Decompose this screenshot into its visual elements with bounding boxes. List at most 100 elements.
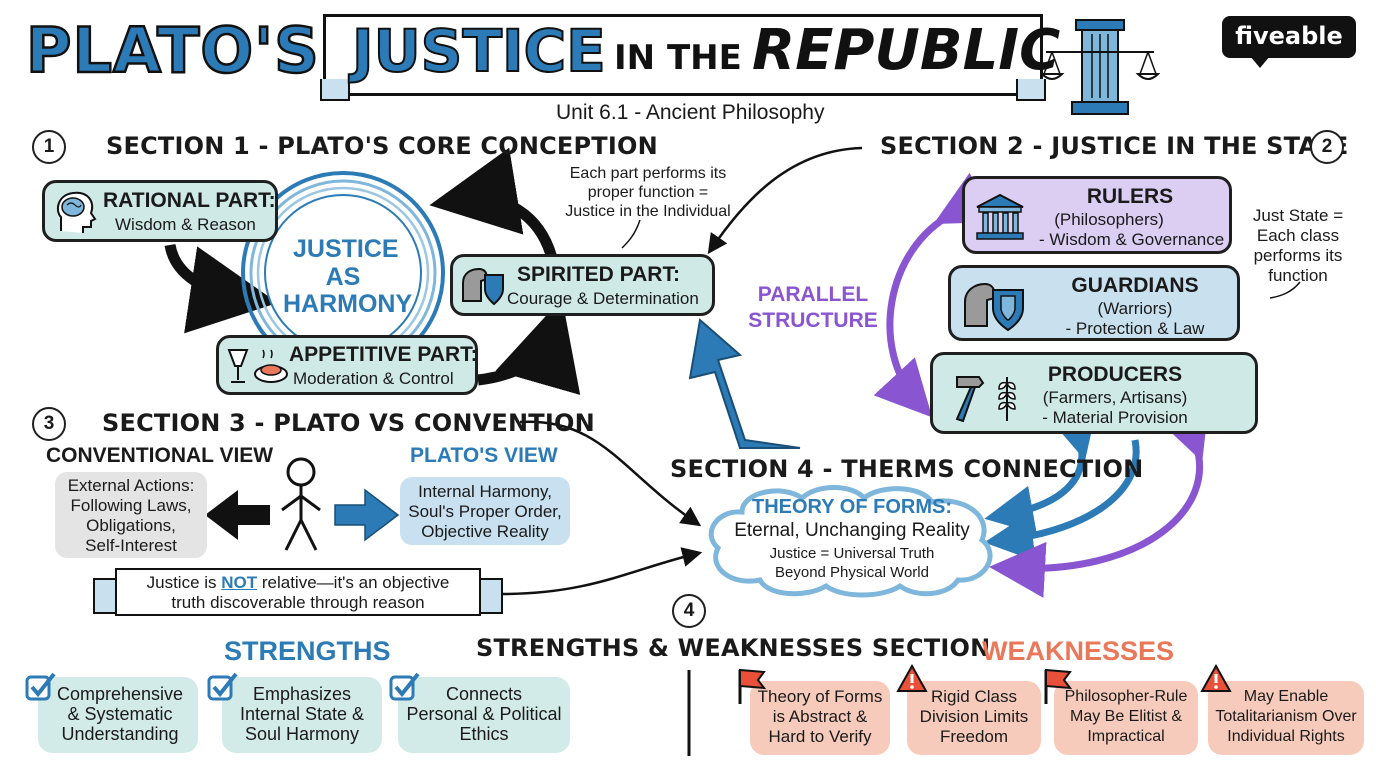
helmet-shield-icon [462, 267, 504, 306]
platos-view-box: Internal Harmony, Soul's Proper Order, O… [400, 477, 570, 545]
checkmark-icon [25, 672, 56, 701]
brand-logo-tail [1250, 56, 1270, 68]
parallel-line1: PARALLEL [757, 283, 869, 306]
checkmark-icon [389, 672, 420, 701]
weakness-2-text: Rigid Class Division Limits Freedom [907, 687, 1041, 747]
banner-line2: truth discoverable through reason [171, 593, 425, 612]
food-drink-icon [227, 349, 288, 383]
red-flag-icon [738, 668, 767, 704]
platos-view-heading: PLATO'S VIEW [410, 444, 558, 467]
harmony-line3: HARMONY [283, 290, 413, 318]
appetitive-part-box: APPETITIVE PART: Moderation & Control [216, 335, 478, 395]
strengths-heading: STRENGTHS [224, 636, 391, 666]
note-leader-individual [621, 219, 641, 249]
forms-cloud [708, 485, 993, 598]
individual-justice-note: Each part performs its proper function =… [548, 164, 748, 221]
weakness-1-line2: is Abstract & [772, 707, 868, 726]
weakness-card-4: May Enable Totalitarianism Over Individu… [1208, 681, 1364, 755]
banner-body [115, 568, 481, 616]
strength-1-line2: & Systematic [67, 704, 173, 724]
platos-line3: Objective Reality [421, 522, 549, 541]
state-note-line2: Each class [1256, 226, 1340, 245]
spirited-part-box: SPIRITED PART: Courage & Determination [450, 254, 715, 316]
platos-text: Internal Harmony, Soul's Proper Order, O… [400, 482, 570, 542]
appetitive-part-desc: Moderation & Control [293, 369, 454, 388]
weaknesses-heading: WEAKNESSES [982, 636, 1175, 666]
individual-note-line2: proper function = [587, 184, 709, 201]
strength-card-1: Comprehensive & Systematic Understanding [38, 677, 198, 753]
strength-3-text: Connects Personal & Political Ethics [398, 684, 570, 744]
warning-icon [1200, 664, 1232, 692]
objective-truth-banner: Justice is NOT relative—it's an objectiv… [93, 564, 503, 620]
title-in-the: IN THE [614, 38, 742, 78]
weakness-card-3: Philosopher-Rule May Be Elitist & Imprac… [1054, 681, 1198, 755]
title-justice: JUSTICE [351, 16, 607, 86]
weakness-4-line3: Individual Rights [1227, 728, 1345, 745]
guardians-title: GUARDIANS [1071, 274, 1199, 297]
conventional-line1: External Actions: [67, 476, 195, 495]
individual-note-line3: Justice in the Individual [565, 203, 731, 220]
conventional-view-box: External Actions: Following Laws, Obliga… [55, 472, 207, 558]
strength-2-line1: Emphasizes [252, 684, 352, 704]
weakness-1-text: Theory of Forms is Abstract & Hard to Ve… [750, 687, 890, 747]
banner-pre: Justice is [146, 573, 222, 592]
rulers-desc: - Wisdom & Governance [1039, 230, 1225, 249]
forms-line2: Justice = Universal Truth [769, 545, 935, 562]
weakness-1-line3: Hard to Verify [768, 727, 872, 746]
state-note-line3: performs its [1253, 246, 1343, 265]
rational-part-title: RATIONAL PART: [103, 189, 276, 212]
section2-title: SECTION 2 - JUSTICE IN THE STATE [880, 132, 1349, 160]
forms-line1: Eternal, Unchanging Reality [734, 520, 970, 541]
brand-name: fiveable [1235, 22, 1343, 50]
section1-number: 1 [32, 130, 66, 164]
platos-line1: Internal Harmony, [418, 482, 552, 501]
conventional-text: External Actions: Following Laws, Obliga… [55, 476, 207, 556]
banner-line1: Justice is NOT relative—it's an objectiv… [115, 573, 481, 593]
weakness-3-text: Philosopher-Rule May Be Elitist & Imprac… [1054, 687, 1198, 747]
government-building-icon [976, 193, 1024, 240]
title-plato: PLATO'S [25, 13, 320, 89]
spirited-part-desc: Courage & Determination [507, 289, 699, 308]
weakness-3-line3: Impractical [1087, 728, 1165, 745]
harmony-line2: AS [325, 263, 361, 291]
appetitive-part-title: APPETITIVE PART: [289, 343, 478, 366]
forms-line3: Beyond Physical World [775, 564, 929, 581]
parallel-line2: STRUCTURE [748, 309, 878, 332]
title-republic: REPUBLIC [752, 18, 1061, 83]
section2-number: 2 [1310, 130, 1344, 164]
strength-3-line2: Personal & Political [406, 704, 562, 724]
weakness-2-line1: Rigid Class [931, 687, 1017, 706]
weakness-4-line2: Totalitarianism Over [1215, 708, 1357, 725]
conventional-line2: Following Laws, [70, 496, 192, 515]
rational-part-box: RATIONAL PART: Wisdom & Reason [42, 180, 278, 242]
rulers-box: RULERS (Philosophers) - Wisdom & Governa… [962, 176, 1232, 254]
stick-figure-icon [281, 457, 321, 551]
producers-box: PRODUCERS (Farmers, Artisans) - Material… [930, 352, 1258, 434]
brain-head-icon [56, 191, 97, 233]
weakness-card-2: Rigid Class Division Limits Freedom [907, 681, 1041, 755]
weakness-4-text: May Enable Totalitarianism Over Individu… [1208, 687, 1364, 747]
banner-post: relative—it's an objective [257, 573, 450, 592]
spirited-part-title: SPIRITED PART: [517, 263, 680, 286]
warning-icon [896, 664, 928, 692]
rulers-title: RULERS [1086, 185, 1174, 208]
platos-line2: Soul's Proper Order, [408, 502, 562, 521]
weakness-2-line2: Division Limits [919, 707, 1029, 726]
evaluation-title: STRENGTHS & WEAKNESSES SECTION [476, 634, 991, 662]
guardian-helmet-shield-icon [964, 282, 1024, 332]
connector-banner-to-forms [501, 547, 703, 596]
section3-number: 3 [32, 407, 66, 441]
state-note-line4: function [1268, 266, 1328, 285]
checkmark-icon [207, 672, 238, 701]
weakness-3-line1: Philosopher-Rule [1064, 688, 1188, 705]
evaluation-number: 4 [672, 594, 706, 628]
weakness-2-line3: Freedom [939, 727, 1009, 746]
forms-title: THEORY OF FORMS: [752, 496, 952, 518]
section1-title: SECTION 1 - PLATO'S CORE CONCEPTION [106, 132, 658, 160]
producers-sub: (Farmers, Artisans) [1042, 388, 1188, 407]
strength-2-text: Emphasizes Internal State & Soul Harmony [222, 684, 382, 744]
guardians-sub: (Warriors) [1097, 299, 1173, 318]
hammer-wheat-icon [955, 376, 1016, 423]
scales-column-icon [1040, 19, 1160, 115]
conventional-line4: Self-Interest [85, 536, 177, 555]
